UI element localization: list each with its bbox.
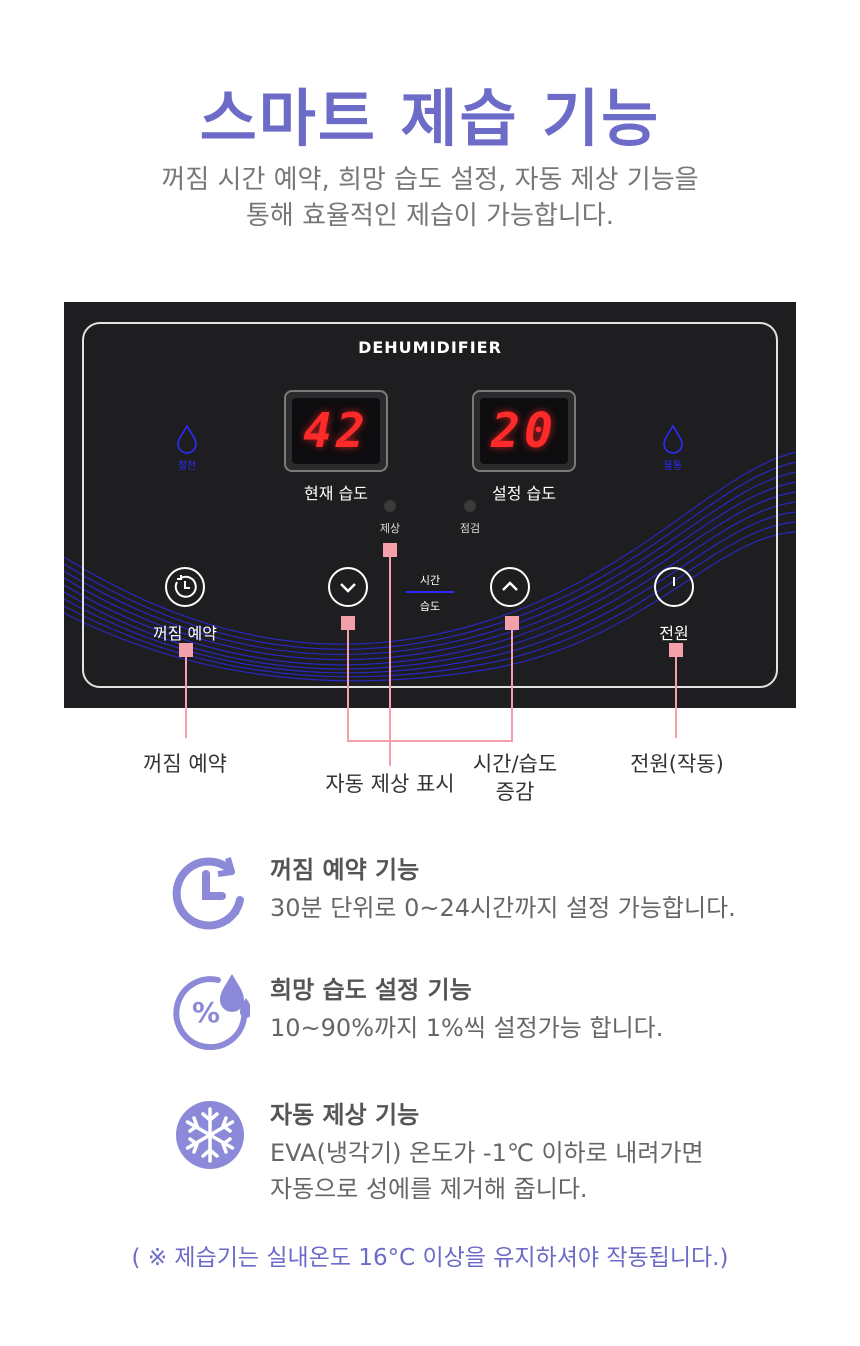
tank-indicator: 물통 (658, 424, 688, 472)
current-humidity-label: 현재 습도 (304, 484, 368, 503)
increase-leader-line (511, 708, 513, 742)
power-button-label: 전원 (659, 624, 689, 643)
feature-heading: 자동 제상 기능 (270, 1101, 420, 1129)
power-button[interactable] (654, 567, 694, 607)
timer-leader-line (185, 657, 187, 708)
set-humidity-label: 설정 습도 (492, 484, 556, 503)
increase-button[interactable] (490, 567, 530, 607)
tank-label: 물통 (663, 461, 683, 472)
timer-button-label: 꺼짐 예약 (153, 624, 217, 643)
feature-timer: 꺼짐 예약 기능 30분 단위로 0~24시간까지 설정 가능합니다. (170, 850, 810, 950)
feature-desc: 10~90%까지 1%씩 설정가능 합니다. (270, 1014, 664, 1042)
humidity-percent-icon: % (173, 974, 250, 1050)
eco-label: 절전 (177, 461, 197, 472)
page-subtitle: 꺼짐 시간 예약, 희망 습도 설정, 자동 제상 기능을 통해 효율적인 제습… (0, 162, 860, 234)
decrease-marker (341, 616, 355, 630)
svg-text:%: % (192, 996, 220, 1029)
power-leader-line (675, 657, 677, 708)
callout-timer: 꺼짐 예약 (143, 752, 227, 776)
operating-note: ( ※ 제습기는 실내온도 16°C 이상을 유지하셔야 작동됩니다.) (131, 1245, 729, 1271)
snowflake-icon (176, 1101, 244, 1169)
mode-humidity-label: 습도 (419, 600, 441, 613)
callout-adjust: 시간/습도 증감 (455, 750, 575, 806)
increase-leader-line (511, 630, 513, 708)
decrease-button[interactable] (328, 567, 368, 607)
callout-power: 전원(작동) (630, 752, 724, 776)
power-marker (669, 643, 683, 657)
wave-decoration (64, 451, 796, 682)
subtitle-line: 통해 효율적인 제습이 가능합니다. (246, 201, 614, 231)
power-leader-line (675, 708, 677, 738)
defrost-led-label: 제상 (379, 522, 401, 535)
feature-desc-line: 자동으로 성에를 제거해 줍니다. (270, 1175, 588, 1203)
increase-marker (505, 616, 519, 630)
check-led-label: 점검 (459, 522, 481, 535)
callout-adjust-line: 시간/습도 (472, 752, 558, 776)
check-led (464, 500, 476, 512)
timer-icon (172, 857, 244, 930)
defrost-leader-line (389, 557, 391, 708)
callout-defrost: 자동 제상 표시 (325, 772, 455, 796)
timer-marker (179, 643, 193, 657)
feature-defrost: 자동 제상 기능 EVA(냉각기) 온도가 -1℃ 이하로 내려가면 자동으로 … (170, 1095, 810, 1203)
feature-heading: 희망 습도 설정 기능 (270, 976, 472, 1004)
callout-adjust-line: 증감 (495, 780, 535, 804)
timer-button[interactable] (165, 567, 205, 607)
defrost-leader-line (389, 708, 391, 766)
water-drop-icon (177, 424, 197, 454)
water-drop-icon (663, 424, 683, 454)
set-humidity-value: 20 (480, 398, 568, 464)
brand-label: DEHUMIDIFIER (358, 338, 502, 357)
feature-desc: 30분 단위로 0~24시간까지 설정 가능합니다. (270, 894, 736, 922)
defrost-led (384, 500, 396, 512)
adjust-bracket-line (347, 740, 513, 742)
timer-leader-line (185, 708, 187, 738)
feature-humidity: % 희망 습도 설정 기능 10~90%까지 1%씩 설정가능 합니다. (170, 970, 810, 1070)
control-panel: DEHUMIDIFIER 절전 물통 42 현재 습도 20 설정 습도 제상 … (64, 302, 796, 708)
defrost-marker (383, 543, 397, 557)
panel-frame (82, 322, 778, 688)
mode-time-label: 시간 (419, 574, 441, 587)
power-icon (673, 577, 675, 586)
feature-desc-line: EVA(냉각기) 온도가 -1℃ 이하로 내려가면 (270, 1139, 704, 1167)
feature-desc: EVA(냉각기) 온도가 -1℃ 이하로 내려가면 자동으로 성에를 제거해 줍… (270, 1135, 704, 1207)
set-humidity-display: 20 (472, 390, 576, 472)
current-humidity-value: 42 (292, 398, 380, 464)
feature-heading: 꺼짐 예약 기능 (270, 856, 420, 884)
clock-icon (174, 575, 197, 598)
current-humidity-display: 42 (284, 390, 388, 472)
subtitle-line: 꺼짐 시간 예약, 희망 습도 설정, 자동 제상 기능을 (161, 165, 699, 195)
chevron-down-icon (340, 583, 356, 593)
chevron-up-icon (502, 581, 518, 591)
decrease-leader-line (347, 708, 349, 742)
decrease-leader-line (347, 630, 349, 708)
mode-divider (406, 591, 454, 593)
page-title: 스마트 제습 기능 (199, 82, 661, 155)
eco-indicator: 절전 (172, 424, 202, 472)
